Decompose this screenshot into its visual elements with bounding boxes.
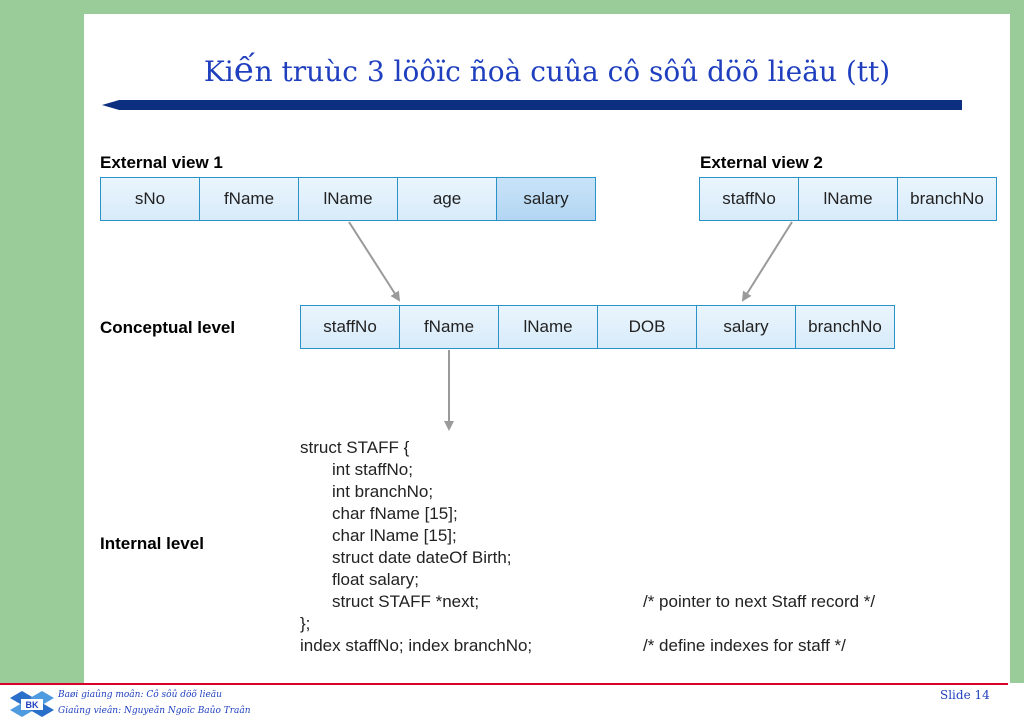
external-view-1-label: External view 1 — [100, 153, 223, 172]
code-line: char fName [15]; — [332, 504, 458, 523]
code-line: struct date dateOf Birth; — [332, 548, 512, 567]
code-comment: /* pointer to next Staff record */ — [643, 592, 876, 611]
field-cell: sNo — [100, 177, 200, 221]
title-underline — [102, 100, 962, 110]
footer-rule — [0, 683, 1008, 685]
code-line: int branchNo; — [332, 482, 434, 501]
external-view-2-label: External view 2 — [700, 153, 823, 172]
footer-course: Baøi giaûng moân: Cô sôû döõ lieäu — [58, 690, 222, 700]
code-line: }; — [300, 614, 311, 633]
external-view-1-fields: sNo fName lName age salary — [100, 177, 596, 221]
frame-top-band — [0, 0, 1024, 14]
code-line: int staffNo; — [332, 460, 413, 479]
code-line: struct STAFF { — [300, 438, 410, 457]
title-accent-char: ế — [233, 50, 255, 90]
field-cell: branchNo — [897, 177, 997, 221]
frame-right-band — [1010, 0, 1024, 683]
slide-title: Kiến truùc 3 löôïc ñoà cuûa cô sôû döõ l… — [84, 50, 1010, 90]
field-cell: fName — [199, 177, 299, 221]
code-comment: /* define indexes for staff */ — [643, 636, 846, 655]
internal-level-label: Internal level — [100, 534, 204, 553]
conceptual-level-fields: staffNo fName lName DOB salary branchNo — [300, 305, 895, 349]
arrow-view2-to-conceptual — [741, 221, 793, 302]
field-cell: fName — [399, 305, 499, 349]
code-line: float salary; — [332, 570, 419, 589]
arrow-view1-to-conceptual — [348, 221, 401, 302]
field-cell: salary — [496, 177, 596, 221]
title-prefix: Ki — [203, 55, 234, 88]
field-cell: DOB — [597, 305, 697, 349]
field-cell: lName — [298, 177, 398, 221]
code-line: index staffNo; index branchNo;/* define … — [300, 636, 846, 655]
field-cell: branchNo — [795, 305, 895, 349]
code-line: struct STAFF *next;/* pointer to next St… — [332, 592, 876, 611]
slide-number: Slide 14 — [940, 688, 990, 702]
field-cell: age — [397, 177, 497, 221]
code-line: char lName [15]; — [332, 526, 457, 545]
title-rest: n truùc 3 löôïc ñoà cuûa cô sôû döõ lieä… — [254, 55, 891, 88]
logo-text: BK — [26, 700, 39, 710]
field-cell: staffNo — [300, 305, 400, 349]
field-cell: lName — [498, 305, 598, 349]
internal-level-code: struct STAFF { int staffNo; int branchNo… — [300, 437, 940, 657]
external-view-2-fields: staffNo lName branchNo — [699, 177, 997, 221]
footer-lecturer: Giaûng vieân: Nguyeãn Ngoïc Baûo Traân — [58, 706, 251, 716]
field-cell: lName — [798, 177, 898, 221]
conceptual-level-label: Conceptual level — [100, 318, 236, 337]
frame-left-band — [0, 0, 84, 683]
university-logo: BK — [10, 691, 54, 717]
footer — [0, 685, 1024, 725]
field-cell: staffNo — [699, 177, 799, 221]
field-cell: salary — [696, 305, 796, 349]
